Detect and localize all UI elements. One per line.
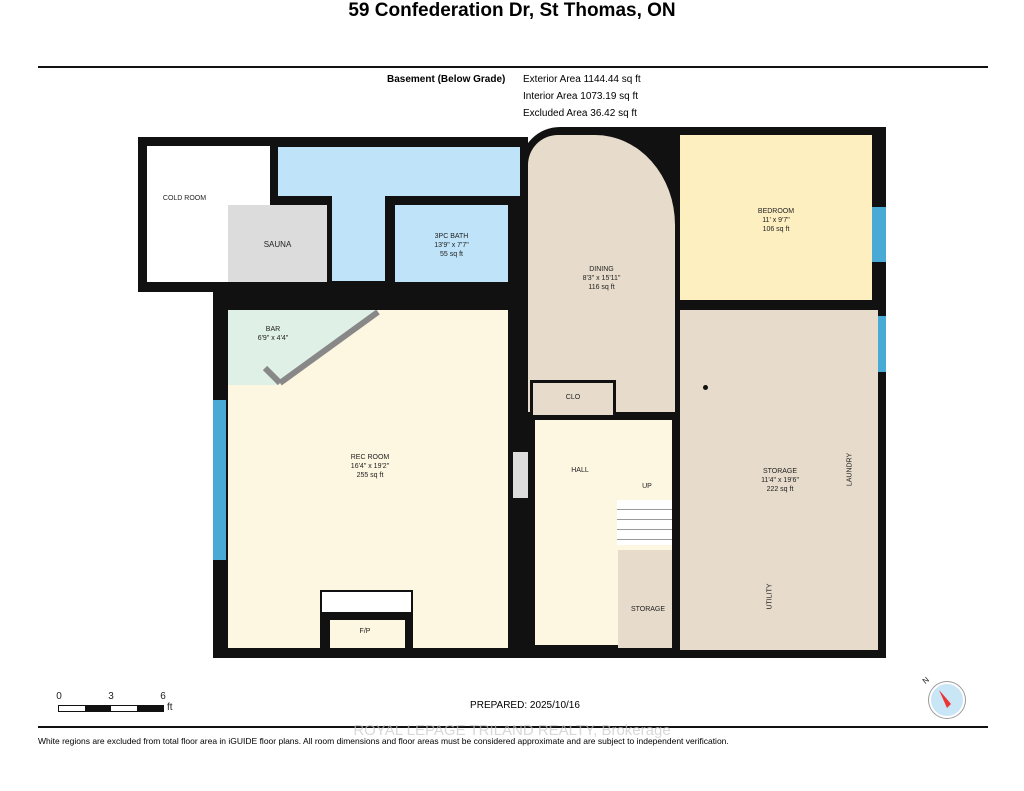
exterior-area: Exterior Area 1144.44 sq ft [523,74,641,85]
window [872,207,886,262]
watermark: ROYAL LEPAGE TRILAND REALTY, Brokerage [353,722,671,739]
room-label: STORAGE [630,606,666,613]
excluded-area: Excluded Area 36.42 sq ft [523,108,637,119]
room-label: SAUNA [263,240,292,249]
page-title: 59 Confederation Dr, St Thomas, ON [348,0,676,21]
window [878,316,886,372]
bar-area [228,310,380,386]
stairs [617,500,672,545]
storage [680,310,878,650]
dining [528,135,675,375]
sauna [228,205,327,282]
room-label: UTILITY [766,583,774,610]
room-label: CLO [565,394,581,401]
room-label: F/P [359,628,371,635]
prepared-date: PREPARED: 2025/10/16 [470,700,580,711]
divider [38,66,988,68]
bedroom [680,135,872,300]
room-label: HALL [571,467,589,474]
disclaimer: White regions are excluded from total fl… [38,736,729,746]
divider [38,726,988,728]
doorway [513,452,528,498]
level-label: Basement (Below Grade) [387,74,506,85]
bath [395,205,508,282]
closet [530,380,616,418]
room-label: COLD ROOM [162,195,207,202]
storage-small [618,550,672,648]
stairs-label: UP [642,483,652,490]
window [213,400,226,560]
room-label: LAUNDRY [846,452,854,487]
interior-area: Interior Area 1073.19 sq ft [523,91,639,102]
